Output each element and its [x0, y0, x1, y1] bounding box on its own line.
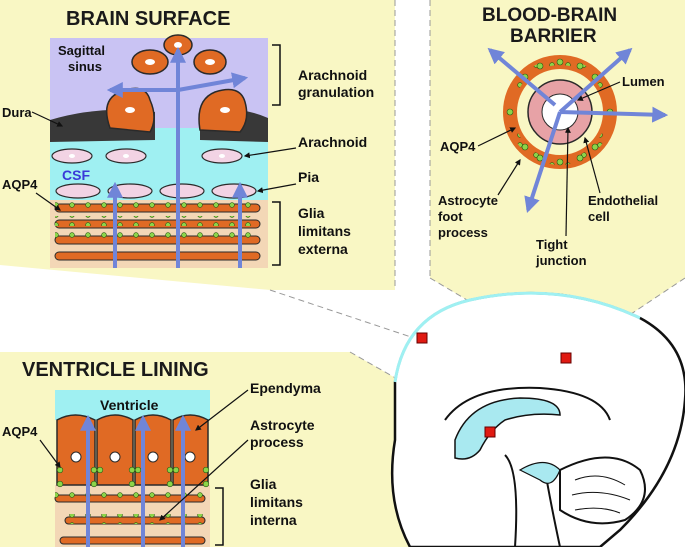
bbb-panel: BLOOD-BRAIN BARRIER Lumen AQP4 Astroc: [429, 0, 685, 359]
bbb-title-1: BLOOD-BRAIN: [482, 5, 617, 26]
lumen-label: Lumen: [622, 74, 665, 89]
brain-sagittal-outline: [390, 291, 685, 547]
ependyma-label: Ependyma: [250, 380, 321, 396]
glia-externa-label-1: Glia: [298, 205, 325, 221]
brain-surface-panel: BRAIN SURFACE: [0, 0, 421, 341]
astrocyte-process-label-2: process: [250, 434, 304, 450]
bbb-background: [430, 0, 685, 358]
corpus-callosum: [444, 386, 611, 421]
sagittal-sinus-label-1: Sagittal: [58, 43, 105, 58]
glia-interna-label-2: limitans: [250, 494, 303, 510]
arachnoid-granulation-label-1: Arachnoid: [298, 67, 367, 83]
astrocyte-foot-label-2: foot: [438, 209, 463, 224]
dura-label: Dura: [2, 105, 32, 120]
arachnoid-granulation-label-2: granulation: [298, 84, 374, 100]
marker-ventricle: [484, 426, 496, 438]
ventricle-flow-arrows: [80, 414, 191, 547]
arachnoid-label: Arachnoid: [298, 134, 367, 150]
ventricle-system: [454, 397, 561, 460]
ependymal-cells: [56, 414, 209, 486]
brain-outline: [390, 291, 685, 547]
ventricle-glia-processes: [54, 492, 206, 545]
glia-externa-label-3: externa: [298, 241, 348, 257]
brain-surface-title: BRAIN SURFACE: [66, 8, 230, 30]
glia-processes: [54, 200, 261, 261]
cerebellum-folia: [571, 475, 631, 514]
endothelial-label-1: Endothelial: [588, 193, 658, 208]
glia-interna-label-3: interna: [250, 512, 297, 528]
marker-bbb: [560, 352, 572, 364]
brain-surface-flow-arrows: [106, 46, 249, 268]
aqp4-label-surface: AQP4: [2, 177, 38, 192]
ventricle-title: VENTRICLE LINING: [22, 359, 209, 381]
arachnoid-membrane: [51, 148, 243, 164]
aqp4-label-ventricle: AQP4: [2, 424, 38, 439]
endothelial-label-2: cell: [588, 209, 610, 224]
bbb-title-2: BARRIER: [510, 26, 597, 47]
glia-interna-label-1: Glia: [250, 476, 277, 492]
astrocyte-foot-label-3: process: [438, 225, 488, 240]
pia-label: Pia: [298, 169, 319, 185]
aqp4-label-bbb: AQP4: [440, 139, 476, 154]
tight-junction-label-1: Tight: [536, 237, 568, 252]
astrocyte-foot-label-1: Astrocyte: [438, 193, 498, 208]
subarachnoid-space: [393, 291, 641, 383]
sagittal-sinus-label-2: sinus: [68, 59, 102, 74]
tight-junction-label-2: junction: [535, 253, 587, 268]
glia-externa-label-2: limitans: [298, 223, 351, 239]
ventricle-label: Ventricle: [100, 397, 159, 413]
cerebellum: [559, 456, 646, 525]
marker-brain-surface: [416, 332, 428, 344]
bbb-flow-arrows: [487, 47, 669, 214]
astrocyte-process-label-1: Astrocyte: [250, 417, 315, 433]
csf-label: CSF: [62, 167, 90, 183]
ventricle-panel: VENTRICLE LINING: [0, 351, 491, 547]
